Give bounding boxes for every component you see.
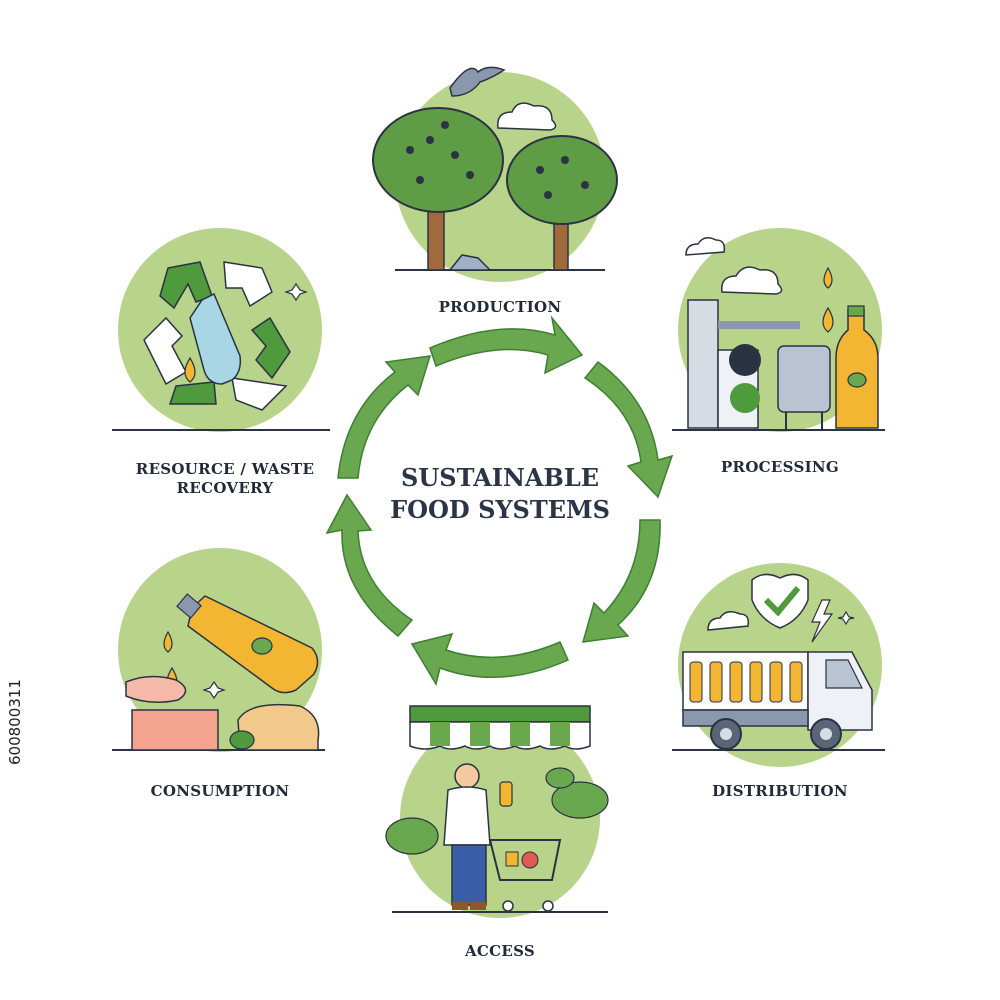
diagram-title: SUSTAINABLE FOOD SYSTEMS	[380, 462, 620, 526]
arrow-recovery-to-production	[337, 355, 432, 479]
label-recovery-line-1: RESOURCE / WASTE	[135, 460, 315, 478]
oil-drop-icon	[823, 266, 833, 289]
cloud-icon	[685, 237, 726, 256]
cloud-icon	[707, 611, 750, 631]
recovery-illustration	[112, 228, 330, 432]
sparkle-icons	[202, 282, 855, 700]
leaf-icon	[551, 781, 609, 819]
cloud-icon	[497, 102, 557, 131]
sparkle-icon	[284, 282, 308, 302]
sparkle-icon	[202, 680, 226, 700]
oil-bottle-icon	[835, 309, 879, 429]
leaf-icon	[545, 767, 575, 789]
bird-icon	[449, 66, 506, 97]
arrow-distribution-to-access	[581, 519, 661, 643]
oil-drop-icon	[163, 630, 173, 653]
shop-awning-icon	[409, 705, 591, 750]
title-line-1: SUSTAINABLE	[401, 463, 599, 492]
label-resource-waste-recovery: RESOURCE / WASTE RECOVERY	[110, 460, 340, 498]
bread-icon	[237, 703, 320, 751]
arrow-access-to-consumption	[410, 632, 569, 686]
arrow-consumption-to-recovery	[325, 493, 414, 638]
checkmark-shield-icon	[751, 573, 809, 629]
consumption-illustration	[112, 548, 325, 752]
oil-drop-icon	[822, 306, 834, 333]
title-line-2: FOOD SYSTEMS	[390, 495, 610, 524]
arrow-processing-to-distribution	[583, 360, 674, 499]
sparkle-icon	[837, 610, 855, 626]
label-production: PRODUCTION	[438, 298, 562, 316]
access-illustration	[385, 705, 609, 918]
leaf-icon	[385, 817, 439, 855]
lightning-icon	[811, 599, 834, 643]
label-distribution: DISTRIBUTION	[712, 782, 848, 800]
plastic-bottle-icon	[189, 292, 242, 385]
oil-drop-icon	[184, 356, 196, 383]
shopping-cart-icon	[488, 839, 562, 912]
stock-id-text: 600800311	[6, 679, 24, 765]
shopper-person-icon	[443, 763, 513, 910]
label-recovery-line-2: RECOVERY	[176, 479, 274, 497]
processing-illustration	[672, 228, 885, 432]
label-consumption: CONSUMPTION	[150, 782, 290, 800]
tree-icon	[372, 107, 504, 271]
gear-icon	[730, 383, 760, 413]
cloud-icon	[721, 266, 783, 295]
arrow-production-to-processing	[429, 315, 584, 375]
label-processing: PROCESSING	[720, 458, 840, 476]
gear-icon	[729, 344, 761, 376]
production-illustration	[372, 66, 618, 282]
distribution-illustration	[672, 563, 885, 767]
tree-icon	[506, 135, 618, 271]
truck-icon	[682, 651, 873, 750]
label-access: ACCESS	[464, 942, 536, 960]
cycle-arrows	[325, 315, 674, 686]
recycle-icon	[143, 261, 291, 411]
salmon-fillet-icon	[131, 709, 219, 751]
